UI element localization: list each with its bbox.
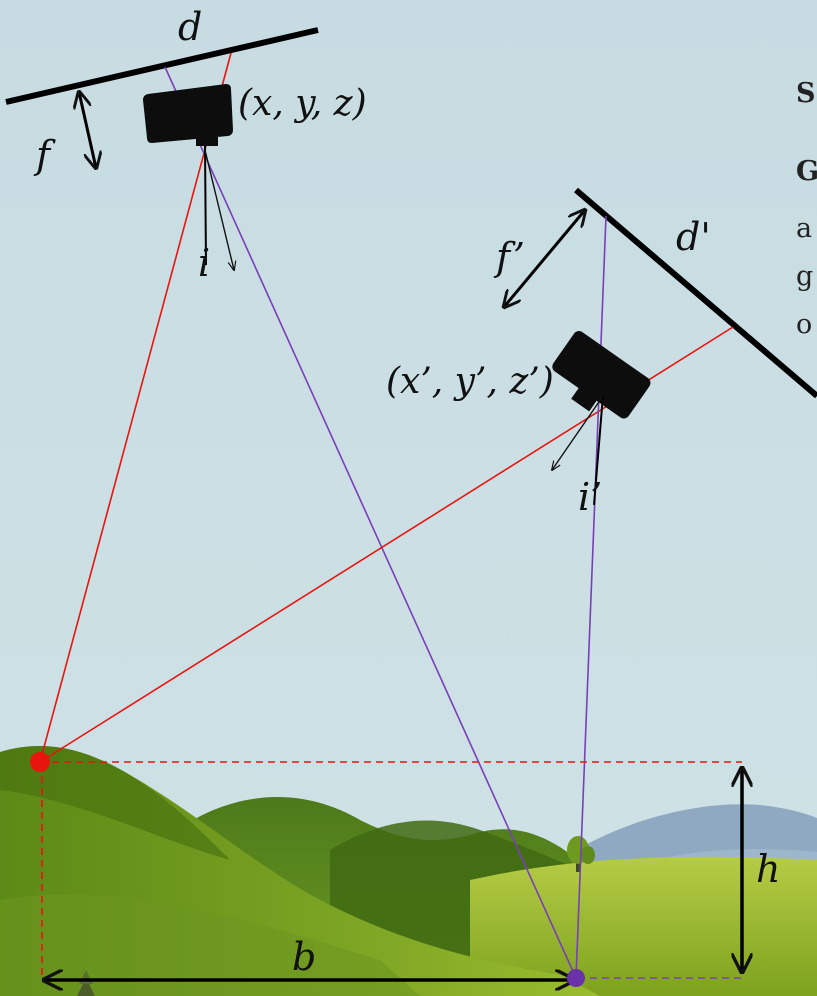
red-ground-point: [30, 752, 50, 772]
image-plane-1: [5, 27, 319, 105]
f-arrow: [79, 92, 96, 168]
camera-2-icon: [552, 331, 651, 419]
label-f-prime: f’: [493, 235, 525, 279]
label-cam1-coords: (x, y, z): [238, 83, 367, 124]
label-i-prime: i’: [578, 475, 602, 519]
camera-1-icon: [143, 84, 233, 146]
ray-red-cam1: [39, 52, 232, 763]
label-cam2-coords: (x’, y’, z’): [386, 361, 554, 402]
side-text-line-2: G: [796, 156, 817, 187]
cam2-i-vector: [552, 395, 604, 470]
side-text-line-1: S: [796, 78, 816, 109]
side-text: S G a g o: [796, 78, 817, 340]
purple-ground-point: [567, 969, 585, 987]
cam1-axis: [204, 145, 207, 266]
label-h: h: [756, 847, 780, 891]
image-plane-2: [574, 187, 817, 399]
cam2-axis: [593, 394, 604, 506]
label-i: i: [198, 241, 210, 285]
tree-icon: [567, 836, 595, 872]
guides: [40, 761, 742, 979]
ray-purple-cam2: [575, 215, 607, 979]
side-text-line-5: o: [796, 309, 812, 340]
label-d-prime: d': [676, 215, 711, 259]
side-text-line-3: a: [796, 213, 812, 244]
label-d: d: [178, 5, 202, 49]
label-b: b: [292, 935, 316, 979]
f-prime-arrow: [504, 210, 585, 307]
cam1-i-vector: [204, 149, 234, 270]
right-meadow: [470, 856, 817, 996]
ray-purple-cam1: [164, 66, 577, 979]
side-text-line-4: g: [796, 261, 813, 292]
